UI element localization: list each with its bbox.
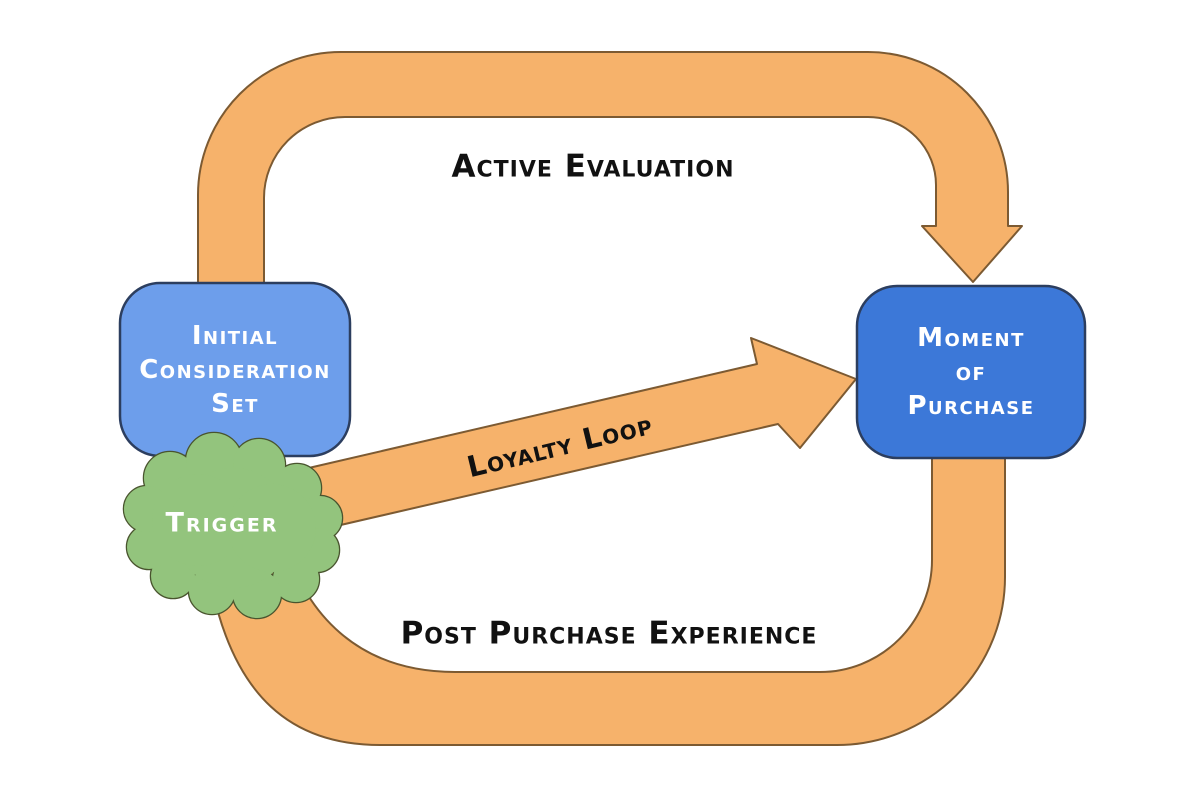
active-evaluation-label: Active Evaluation bbox=[451, 148, 735, 185]
node-label-line: Moment bbox=[917, 323, 1025, 353]
loyalty-loop-arrow bbox=[292, 337, 857, 537]
node-label-line: Set bbox=[211, 388, 259, 419]
node-label-line: Purchase bbox=[907, 391, 1035, 421]
initial-consideration-label: Initial Consideration Set bbox=[120, 283, 350, 456]
trigger-label: Trigger bbox=[165, 507, 279, 539]
post-purchase-experience-label: Post Purchase Experience bbox=[400, 615, 818, 652]
trigger-cloud-fill bbox=[124, 433, 342, 618]
node-label-line: of bbox=[955, 357, 987, 387]
active-evaluation-arrow bbox=[197, 51, 1023, 288]
node-label-line: Consideration bbox=[139, 354, 331, 385]
moment-of-purchase-label: Moment of Purchase bbox=[857, 286, 1085, 458]
moment-of-purchase-box bbox=[855, 284, 1087, 460]
node-label-line: Initial bbox=[191, 320, 279, 351]
